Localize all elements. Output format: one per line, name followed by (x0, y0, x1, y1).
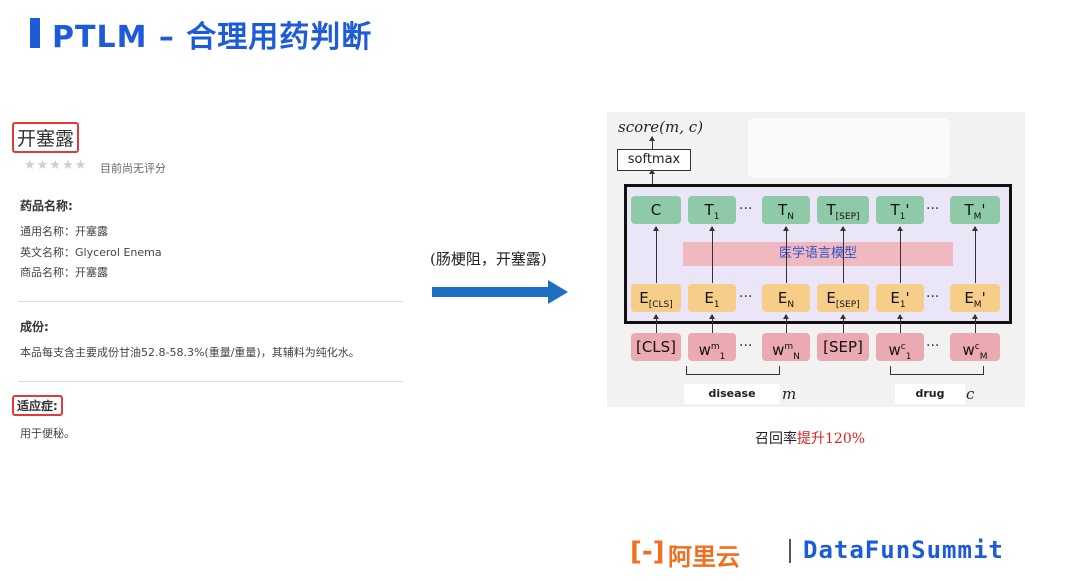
up-arrow-icon (897, 314, 903, 319)
drug-label: drug (895, 384, 965, 404)
softmax-box: softmax (617, 149, 691, 171)
recall-caption: 召回率提升120% (755, 428, 865, 448)
indication-heading: 适应症: (12, 395, 63, 416)
model-label: 医学语言模型 (683, 242, 953, 266)
ellipsis: ··· (739, 201, 753, 217)
embedding-token: EN (762, 284, 810, 312)
drug-name-title: 开塞露 (12, 122, 80, 153)
drug-name-highlight: 开塞露 (12, 122, 80, 153)
aliyun-logo-text: 阿里云 (668, 543, 740, 571)
m-label: m (782, 385, 797, 403)
ellipsis: ··· (926, 289, 940, 305)
up-arrow-icon (840, 314, 846, 319)
ellipsis: ··· (926, 201, 940, 217)
input-token: wmN (762, 333, 810, 362)
drug-name-heading: 药品名称: (20, 199, 73, 213)
embedding-token: E[SEP] (817, 284, 869, 312)
up-arrow-icon (649, 169, 655, 174)
embedding-token: E1 (688, 284, 736, 312)
score-label: score(m, c) (618, 118, 704, 136)
english-name: 英文名称：Glycerol Enema (20, 246, 162, 259)
connector (843, 315, 844, 333)
ellipsis: ··· (739, 289, 753, 305)
input-token: [SEP] (817, 333, 869, 361)
generic-name: 通用名称：开塞露 (20, 225, 108, 238)
drug-bracket (890, 366, 984, 375)
embedding-token: E1' (876, 284, 924, 312)
ingredients-heading: 成份: (20, 320, 49, 334)
connector (652, 137, 653, 149)
recall-prefix: 召回率 (755, 431, 797, 447)
rating-stars-icon: ★★★★★ (24, 158, 88, 173)
rating-text: 目前尚无评分 (100, 162, 166, 175)
indication-highlight: 适应症: (12, 395, 63, 416)
c-label: c (966, 385, 975, 403)
connector (786, 227, 787, 283)
right-arrow-icon (432, 287, 550, 297)
input-token: wcM (950, 333, 1000, 362)
up-arrow-icon (972, 314, 978, 319)
output-token: T1' (876, 196, 924, 224)
connector (712, 315, 713, 333)
output-token: C (631, 196, 681, 224)
embedding-token: EM' (950, 284, 1000, 312)
right-arrow-head-icon (548, 280, 568, 304)
footer-divider (789, 539, 791, 563)
up-arrow-icon (783, 226, 789, 231)
ingredients-text: 本品每支含主要成份甘油52.8-58.3%(重量/重量)，其辅料为纯化水。 (20, 346, 360, 359)
connector (900, 227, 901, 283)
connector (786, 315, 787, 333)
connector (652, 170, 653, 195)
connector (712, 227, 713, 283)
title-accent-bar (30, 18, 40, 48)
divider (18, 381, 403, 382)
connector (656, 227, 657, 283)
up-arrow-icon (897, 226, 903, 231)
query-pair-caption: (肠梗阻，开塞露) (430, 250, 547, 268)
input-token: wc1 (876, 333, 924, 362)
up-arrow-icon (649, 136, 655, 141)
connector (843, 227, 844, 283)
divider (18, 301, 403, 302)
disease-bracket (686, 366, 780, 375)
page-title: PTLM – 合理用药判断 (52, 20, 373, 55)
output-token: TN (762, 196, 810, 224)
input-token: [CLS] (631, 333, 681, 361)
up-arrow-icon (653, 314, 659, 319)
trade-name: 商品名称：开塞露 (20, 266, 108, 279)
embedding-token: E[CLS] (631, 284, 681, 312)
up-arrow-icon (972, 226, 978, 231)
footer-brand: DataFunSummit (803, 536, 1004, 564)
output-token: T[SEP] (817, 196, 869, 224)
blank-panel (748, 118, 950, 178)
output-token: T1 (688, 196, 736, 224)
connector (900, 315, 901, 333)
ellipsis: ··· (739, 338, 753, 354)
recall-highlight: 提升120% (797, 431, 866, 447)
indication-text: 用于便秘。 (20, 427, 75, 440)
up-arrow-icon (783, 314, 789, 319)
input-token: wm1 (688, 333, 736, 362)
disease-label: disease (684, 384, 780, 404)
connector (656, 315, 657, 333)
up-arrow-icon (709, 314, 715, 319)
aliyun-logo-icon: [-] (630, 537, 665, 567)
up-arrow-icon (709, 226, 715, 231)
up-arrow-icon (840, 226, 846, 231)
output-token: TM' (950, 196, 1000, 224)
connector (975, 227, 976, 283)
up-arrow-icon (653, 226, 659, 231)
ellipsis: ··· (926, 338, 940, 354)
connector (975, 315, 976, 333)
